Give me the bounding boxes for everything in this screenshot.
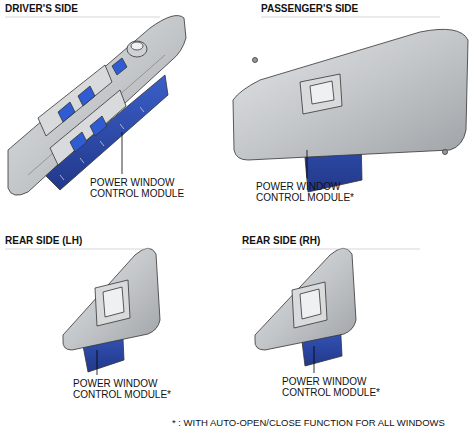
leader-line [97,350,98,375]
footnote: * : WITH AUTO-OPEN/CLOSE FUNCTION FOR AL… [172,417,445,428]
rear-rh-switch-panel [255,248,356,366]
heading-rule [242,249,420,250]
heading-rule [261,17,440,18]
driver-switch-panel [8,16,186,196]
part-label: POWER WINDOW CONTROL MODULE* [282,376,386,398]
section-heading: REAR SIDE (LH) [5,235,82,246]
rear-lh-switch-panel [63,248,160,372]
heading-rule [5,17,160,18]
part-label: POWER WINDOW CONTROL MODULE [90,177,194,199]
section-heading: PASSENGER'S SIDE [261,3,358,14]
part-label: POWER WINDOW CONTROL MODULE* [73,378,177,400]
part-label: POWER WINDOW CONTROL MODULE* [256,181,360,203]
heading-rule [5,249,150,250]
section-heading: DRIVER'S SIDE [5,3,78,14]
leader-line [314,346,315,373]
passenger-switch-panel [233,29,468,192]
leader-line [307,150,308,178]
leader-line [122,132,123,174]
section-heading: REAR SIDE (RH) [242,235,320,246]
